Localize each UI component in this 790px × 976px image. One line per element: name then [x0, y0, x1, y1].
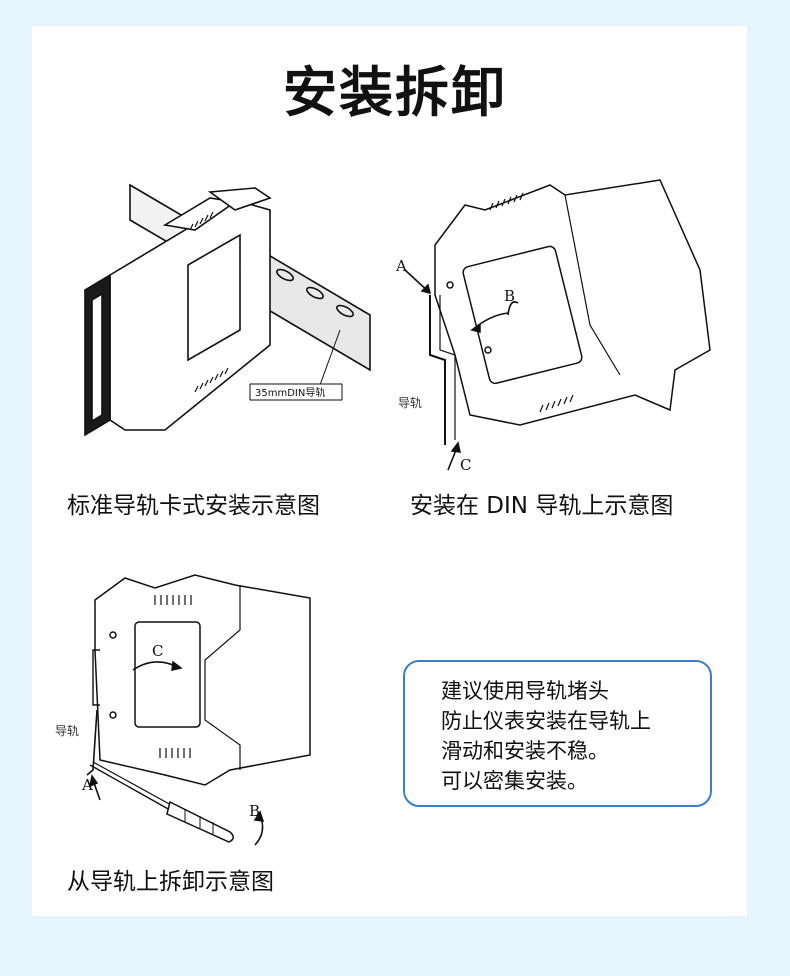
- note-line: 建议使用导轨堵头: [441, 679, 609, 703]
- page-title: 安装拆卸: [283, 61, 507, 124]
- din-rail-mount-illustration: 35mmDIN导轨: [84, 183, 371, 437]
- recommendation-note: 建议使用导轨堵头 防止仪表安装在导轨上 滑动和安装不稳。 可以密集安装。: [403, 660, 712, 807]
- remove-rail-label: 导轨: [55, 724, 79, 738]
- note-line: 防止仪表安装在导轨上: [441, 709, 651, 733]
- label-b: B: [504, 287, 515, 305]
- label-a: A: [395, 257, 407, 275]
- rail-callout-label: 35mmDIN导轨: [255, 386, 325, 399]
- mount-on-rail-illustration: A B C 导轨: [395, 179, 711, 474]
- caption-remove-from-rail: 从导轨上拆卸示意图: [67, 869, 274, 895]
- remove-label-b: B: [249, 802, 260, 820]
- note-line: 可以密集安装。: [441, 769, 588, 793]
- label-c: C: [460, 456, 471, 474]
- rail-label: 导轨: [398, 396, 422, 410]
- remove-label-a: A: [81, 776, 93, 794]
- note-line: 滑动和安装不稳。: [441, 739, 609, 763]
- remove-label-c: C: [152, 642, 163, 660]
- caption-standard-mount: 标准导轨卡式安装示意图: [67, 493, 320, 519]
- caption-mount-on-rail: 安装在 DIN 导轨上示意图: [410, 493, 674, 519]
- remove-from-rail-illustration: C A B 导轨: [55, 574, 311, 846]
